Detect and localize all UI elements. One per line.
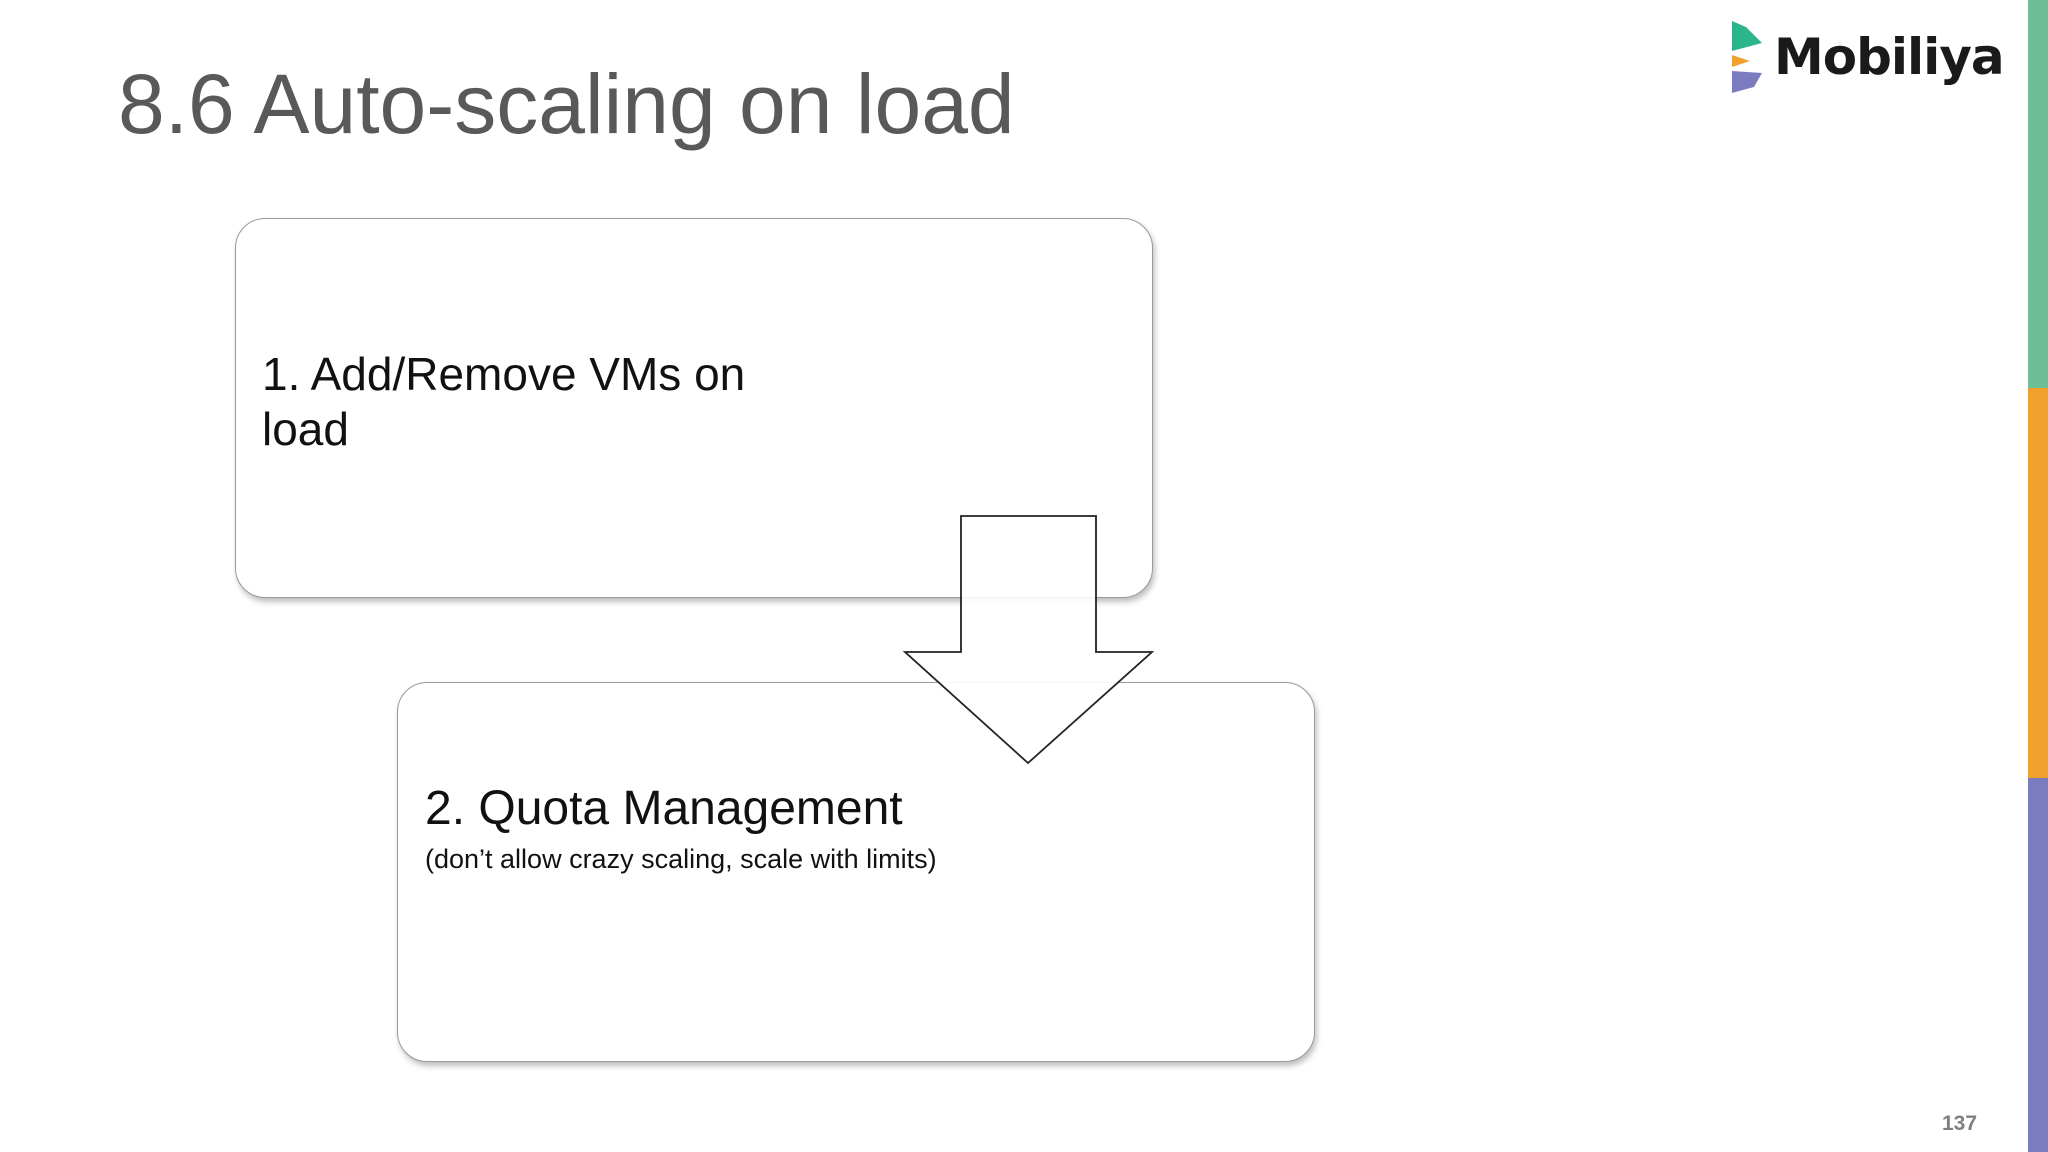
step-2-note: (don’t allow crazy scaling, scale with l… [425,844,937,874]
slide-title: 8.6 Auto-scaling on load [118,57,1015,151]
page-number: 137 [1942,1112,1978,1135]
logo-text: Mobiliya [1774,28,2005,86]
step-box-2: 2. Quota Management (don’t allow crazy s… [397,682,1315,1062]
logo-mark-icon [1732,21,1762,93]
accent-bar-orange [2028,388,2048,778]
down-arrow-icon [902,515,1155,765]
accent-bar-green [2028,0,2048,388]
mobiliya-logo: Mobiliya [1728,12,2005,102]
step-box-1: 1. Add/Remove VMs on load [235,218,1153,598]
step-1-label: 1. Add/Remove VMs on load [262,348,746,456]
accent-bar-purple [2028,778,2048,1152]
step-2-text: 2. Quota Management (don’t allow crazy s… [425,779,945,876]
step-2-label: 2. Quota Management [425,782,903,835]
